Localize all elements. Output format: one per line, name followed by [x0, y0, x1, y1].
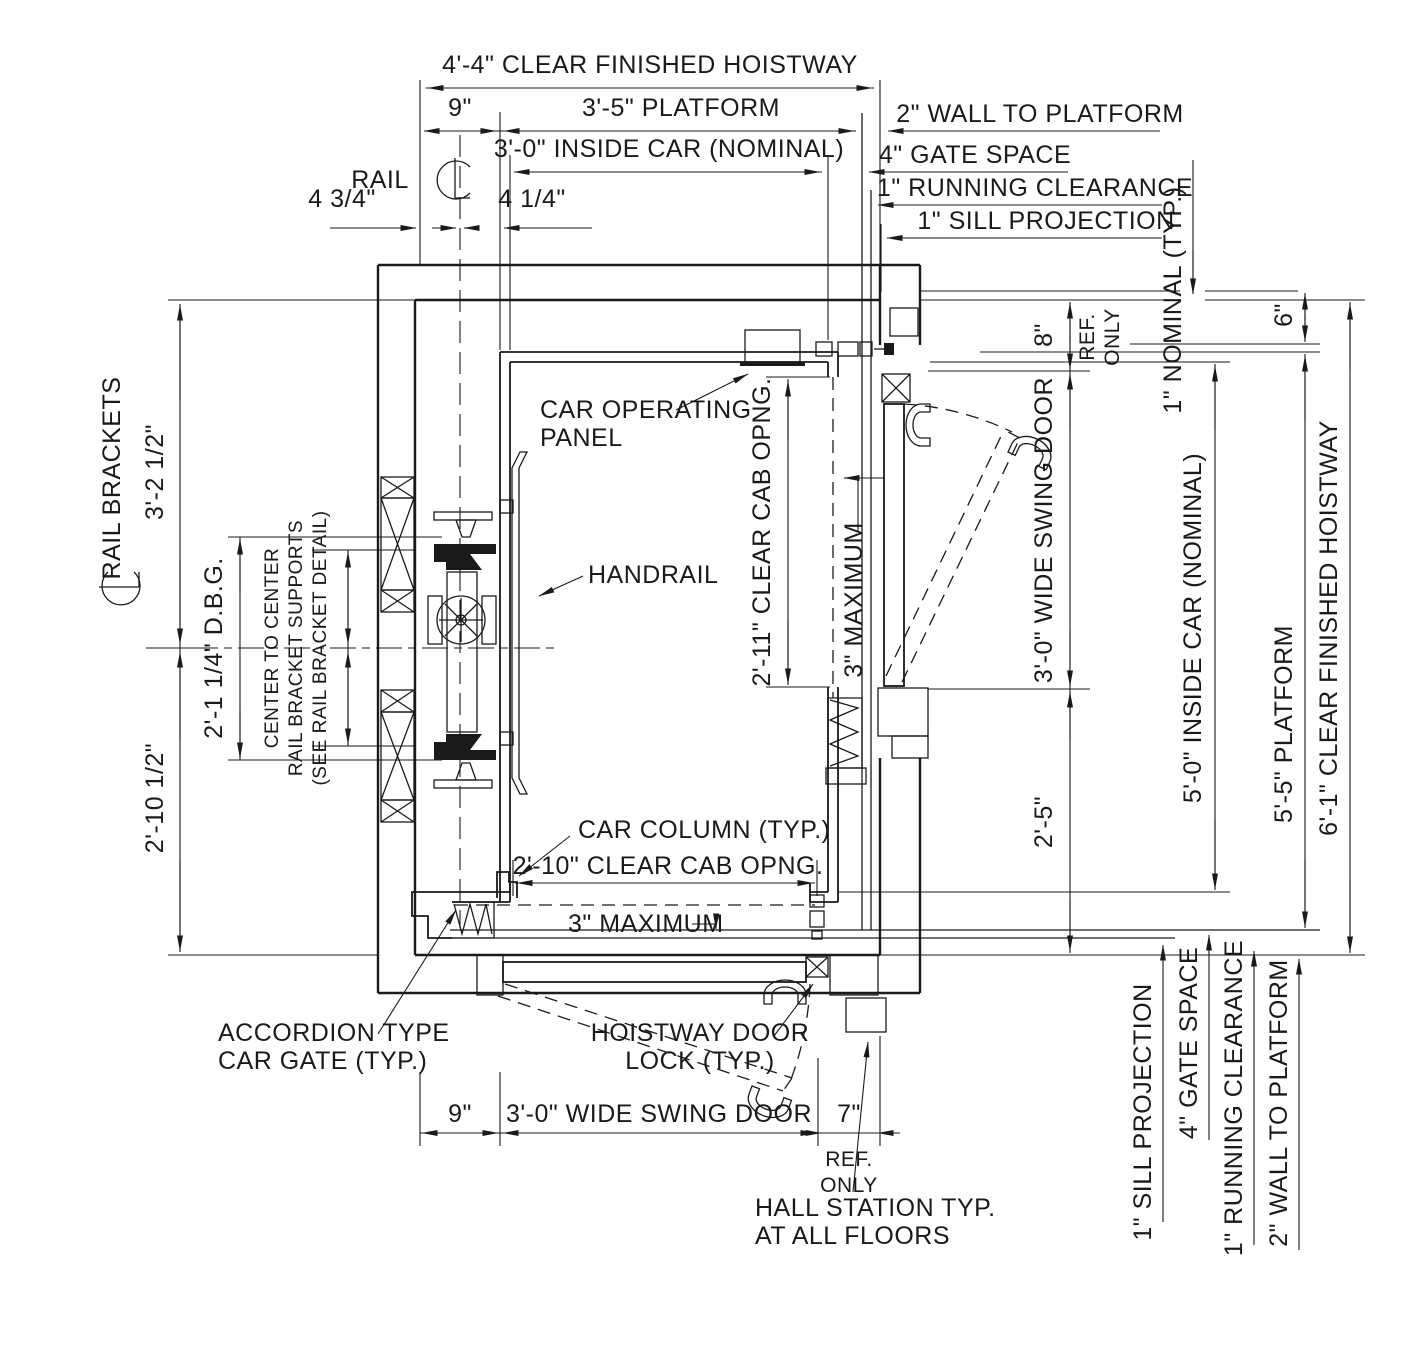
- dimension-lines: [150, 85, 1353, 1250]
- car-column-label: CAR COLUMN (TYP.): [578, 816, 831, 844]
- dim-wall-to-platform-bottom: 2" WALL TO PLATFORM: [1265, 959, 1293, 1246]
- dim-platform-top: 3'-5" PLATFORM: [582, 94, 780, 122]
- c2c-line2: RAIL BRACKET SUPPORTS: [286, 520, 307, 776]
- only-bottom: ONLY: [820, 1174, 878, 1197]
- ref-bottom: REF.: [825, 1148, 873, 1171]
- dim-3-2-half-left: 3'-2 1/2": [141, 424, 169, 520]
- dim-sill-projection-top: 1" SILL PROJECTION: [917, 207, 1174, 235]
- dim-wall-to-platform-top: 2" WALL TO PLATFORM: [896, 100, 1183, 128]
- extension-lines: [168, 80, 1365, 1146]
- door-lock-label-2: LOCK (TYP.): [625, 1047, 775, 1075]
- hoistway-swing-door-bottom: [476, 954, 887, 1124]
- annotation-text: CAR OPERATING PANEL HANDRAIL CAR COLUMN …: [218, 378, 996, 1251]
- dim-7in-bottom: 7": [837, 1100, 861, 1128]
- dim-2-10-half-left: 2'-10 1/2": [141, 743, 169, 853]
- handrail: [499, 451, 529, 795]
- dim-4-3-4: 4 3/4": [308, 185, 375, 213]
- accordion-gate-label-2: CAR GATE (TYP.): [218, 1047, 427, 1075]
- hoistway-swing-door-right: [877, 307, 1057, 759]
- dim-inside-car-top: 3'-0" INSIDE CAR (NOMINAL): [494, 135, 844, 163]
- dim-2-5-right: 2'-5": [1030, 796, 1058, 848]
- rail-brackets-label: RAIL BRACKETS: [98, 377, 126, 580]
- dim-clear-hoistway-right: 6'-1" CLEAR FINISHED HOISTWAY: [1315, 420, 1343, 836]
- hall-station-label-1: HALL STATION TYP.: [755, 1194, 996, 1222]
- dim-4-1-4: 4 1/4": [498, 185, 565, 213]
- dim-6in-right: 6": [1270, 303, 1298, 327]
- accordion-gate-label-1: ACCORDION TYPE: [218, 1019, 450, 1047]
- dim-platform-right: 5'-5" PLATFORM: [1270, 625, 1298, 823]
- accordion-car-gates: [452, 377, 867, 939]
- dimension-text: 4'-4" CLEAR FINISHED HOISTWAY 9" 3'-5" P…: [98, 51, 1343, 1256]
- dim-9in-bottom: 9": [448, 1100, 472, 1128]
- dim-sill-projection-bottom: 1" SILL PROJECTION: [1129, 983, 1157, 1240]
- dim-swing-door-right: 3'-0" WIDE SWING DOOR: [1030, 377, 1058, 683]
- only-right: ONLY: [1101, 308, 1124, 366]
- dim-dbg-left: 2'-1 1/4" D.B.G.: [200, 557, 228, 738]
- car-operating-panel: [740, 329, 805, 366]
- dim-8in-right: 8": [1030, 323, 1058, 347]
- dim-gate-space-top: 4" GATE SPACE: [879, 141, 1071, 169]
- door-lock-label-1: HOISTWAY DOOR: [591, 1019, 810, 1047]
- clear-cab-opening-right-label: 2'-11" CLEAR CAB OPNG.: [748, 378, 776, 687]
- cop-label-1: CAR OPERATING: [540, 396, 752, 424]
- hall-station: [845, 997, 887, 1033]
- dim-inside-car-right: 5'-0" INSIDE CAR (NOMINAL): [1179, 453, 1207, 803]
- rail-bracket-supports: [380, 476, 415, 823]
- max-right-label: 3" MAXIMUM: [840, 522, 868, 678]
- clear-cab-opening-bottom-label: 2'-10" CLEAR CAB OPNG.: [513, 852, 824, 880]
- max-bottom-label: 3" MAXIMUM: [568, 910, 724, 938]
- rail-centerline-label: RAIL: [351, 166, 409, 194]
- dim-swing-door-bottom: 3'-0" WIDE SWING DOOR: [506, 1100, 812, 1128]
- dim-clear-hoistway-top: 4'-4" CLEAR FINISHED HOISTWAY: [442, 51, 858, 79]
- dim-running-clearance-bottom: 1" RUNNING CLEARANCE: [1220, 940, 1248, 1256]
- cop-label-2: PANEL: [540, 424, 623, 452]
- dim-gate-space-bottom: 4" GATE SPACE: [1175, 947, 1203, 1139]
- handrail-label: HANDRAIL: [588, 561, 718, 589]
- c2c-line1: CENTER TO CENTER: [262, 548, 283, 749]
- dim-running-clearance-top: 1" RUNNING CLEARANCE: [877, 174, 1193, 202]
- c2c-line3: (SEE RAIL BRACKET DETAIL): [310, 510, 331, 785]
- hall-station-label-2: AT ALL FLOORS: [755, 1222, 950, 1250]
- dim-9in-top: 9": [448, 94, 472, 122]
- centerlines: [146, 135, 560, 928]
- dim-1-nominal-right: 1" NOMINAL (TYP.): [1159, 186, 1187, 413]
- guide-rail-assembly: [427, 511, 497, 789]
- annotation-leaders: [377, 373, 884, 1193]
- ref-right: REF.: [1076, 313, 1099, 361]
